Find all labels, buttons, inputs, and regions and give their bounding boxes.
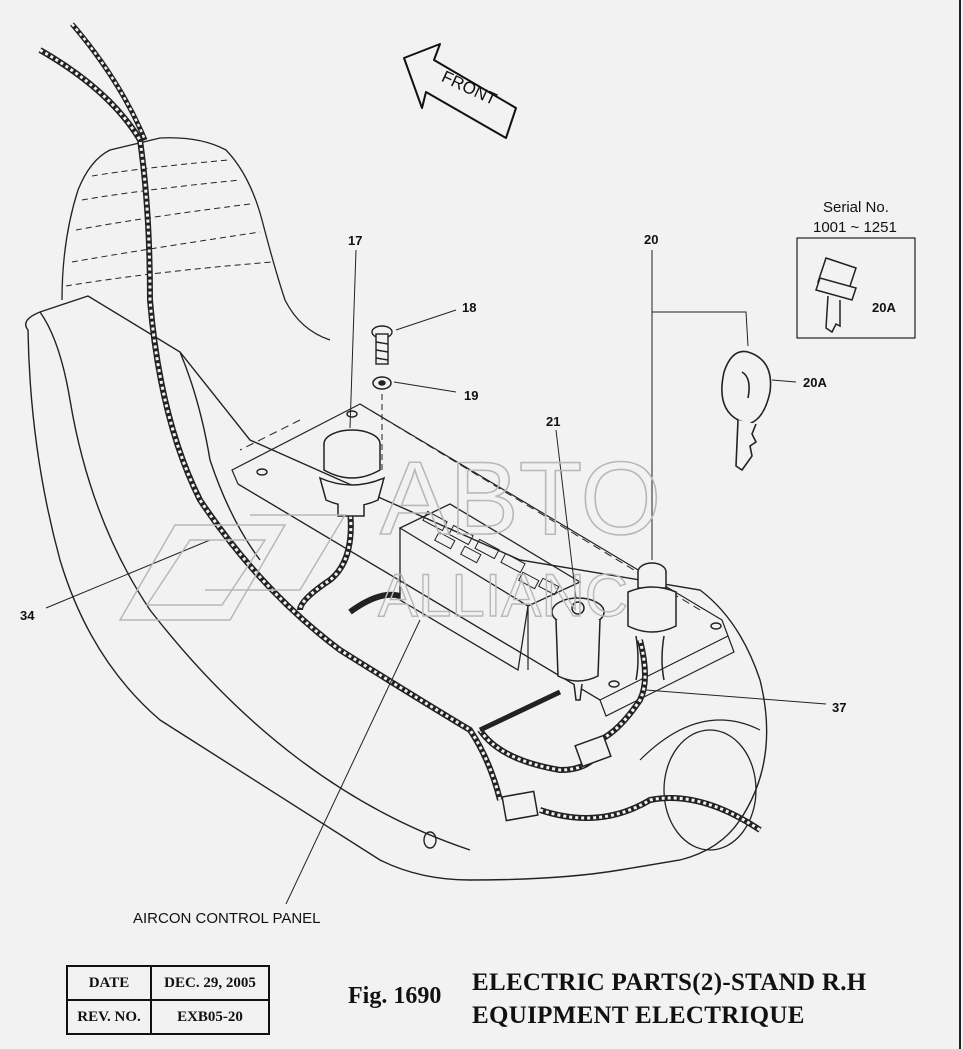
date-value: DEC. 29, 2005 xyxy=(150,965,270,1001)
part-21-switch xyxy=(551,597,605,701)
front-direction-arrow: FRONT xyxy=(403,43,517,139)
callout-20a: 20A xyxy=(803,375,827,390)
watermark-text-2: ALLIANC xyxy=(378,562,628,629)
part-20a-key xyxy=(721,350,772,472)
harness-connectors xyxy=(501,734,612,822)
serial-label: Serial No. xyxy=(823,199,889,216)
watermark-logo xyxy=(118,514,347,621)
figure-number: Fig. 1690 xyxy=(348,983,442,1009)
callout-34: 34 xyxy=(20,608,35,623)
callout-19: 19 xyxy=(464,388,478,403)
part-17-socket xyxy=(318,429,386,517)
part-18-screw xyxy=(371,325,393,365)
callout-18: 18 xyxy=(462,300,476,315)
aircon-control-panel-label: AIRCON CONTROL PANEL xyxy=(133,910,321,927)
callout-37: 37 xyxy=(832,700,846,715)
wiring-harness xyxy=(38,22,762,833)
serial-range: 1001 ~ 1251 xyxy=(813,219,897,236)
callout-21: 21 xyxy=(546,414,560,429)
part-19-washer xyxy=(372,376,392,390)
callout-20: 20 xyxy=(644,232,658,247)
figure-title-line-1: ELECTRIC PARTS(2)-STAND R.H xyxy=(472,969,867,996)
callout-20a-variant: 20A xyxy=(872,300,896,315)
callout-17: 17 xyxy=(348,233,362,248)
watermark-text-1: ABTO xyxy=(380,441,661,557)
figure-title-line-2: EQUIPMENT ELECTRIQUE xyxy=(472,1002,805,1029)
revision-table: DATE DEC. 29, 2005 REV. NO. EXB05-20 xyxy=(66,965,270,1035)
variant-key-icon xyxy=(815,257,857,334)
serial-variant-box: Serial No. 1001 ~ 1251 20A xyxy=(796,199,916,339)
part-20-key-switch xyxy=(627,562,677,681)
rev-value: EXB05-20 xyxy=(150,999,270,1035)
leader-lines xyxy=(45,249,827,905)
date-label: DATE xyxy=(66,965,152,1001)
rev-label: REV. NO. xyxy=(66,999,152,1035)
stand-console xyxy=(25,137,768,881)
figure-title: ELECTRIC PARTS(2)-STAND R.H EQUIPMENT EL… xyxy=(472,966,867,1032)
